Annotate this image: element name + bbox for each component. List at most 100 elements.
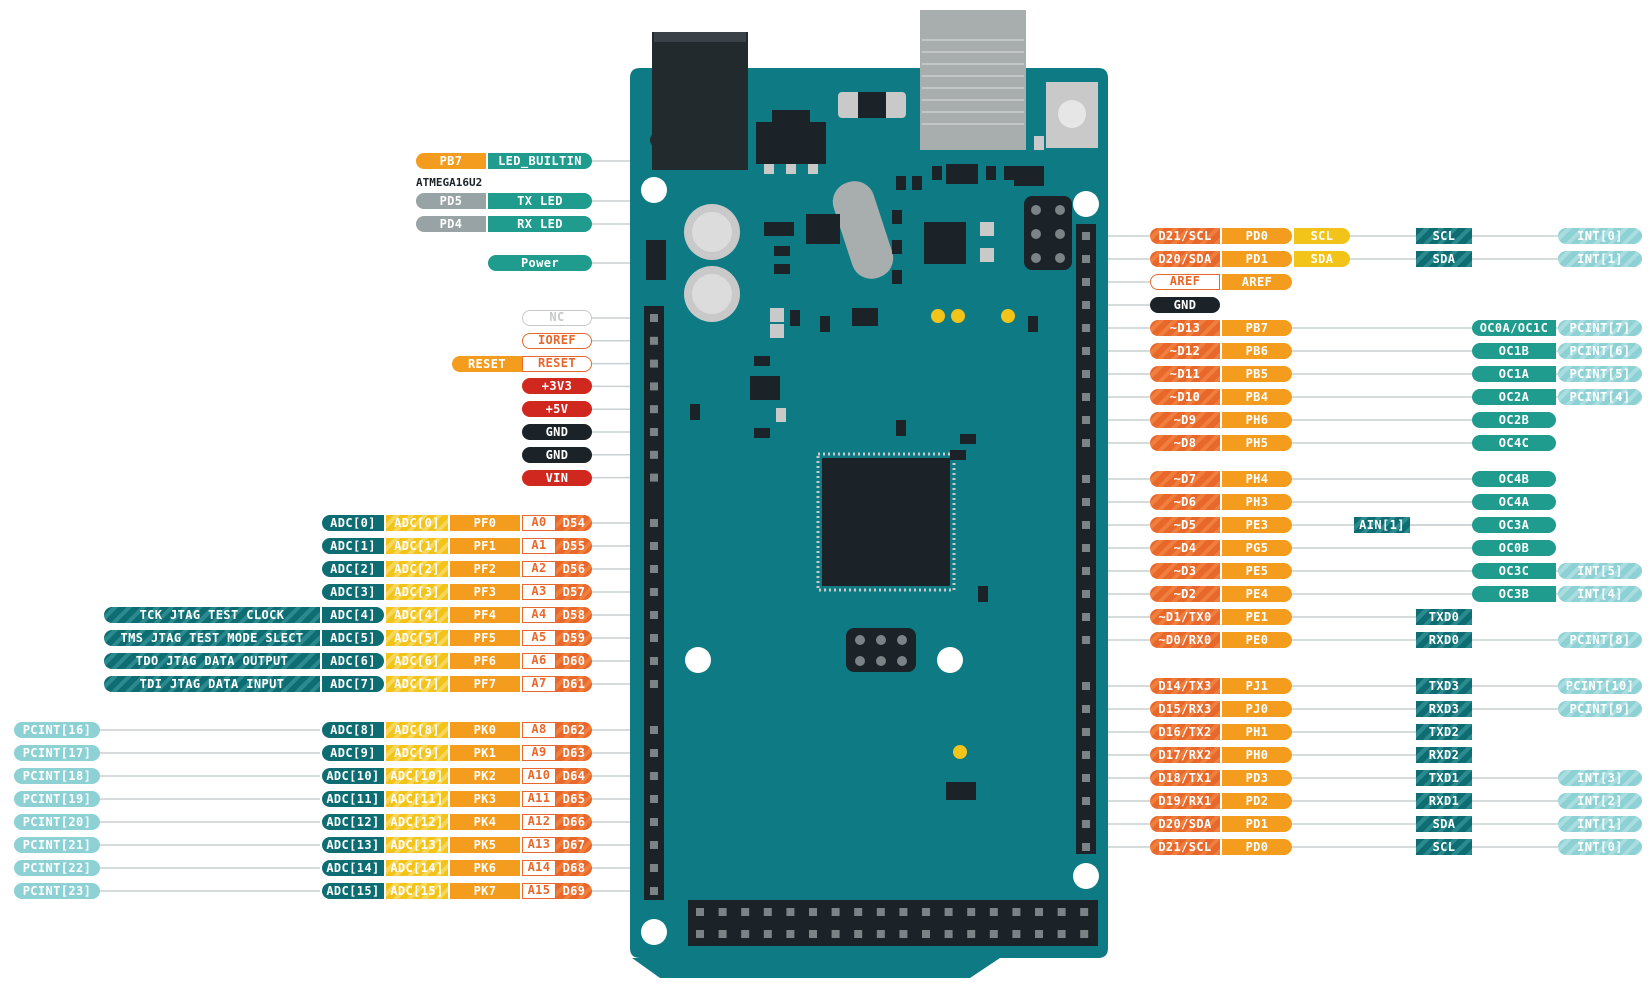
interrupt-label: INT[4]	[1558, 586, 1642, 602]
digital-pin-label: D55	[556, 538, 592, 554]
digital-pin-label: D60	[556, 653, 592, 669]
port-label: PH4	[1222, 471, 1292, 487]
timer-label: OC4A	[1472, 494, 1556, 510]
port-label: PD0	[1222, 228, 1292, 244]
header-pin	[944, 908, 953, 916]
header-pin	[650, 726, 658, 734]
pcint-label: PCINT[23]	[14, 883, 100, 899]
interrupt-label: INT[0]	[1558, 228, 1642, 244]
port-label: PK5	[450, 837, 520, 853]
port-label: PF2	[450, 561, 520, 577]
digital-pin-label: ~D11	[1150, 366, 1220, 382]
digital-pin-label: GND	[1150, 297, 1220, 313]
header-pin	[1012, 930, 1021, 938]
digital-pin-label: ~D4	[1150, 540, 1220, 556]
header-pin	[650, 588, 658, 596]
header-pin	[1082, 567, 1090, 575]
header-pin	[899, 908, 908, 916]
port-label: PH1	[1222, 724, 1292, 740]
analog-pin-label: A2	[522, 561, 556, 577]
digital-pin-label: D64	[556, 768, 592, 784]
header-pin	[854, 908, 863, 916]
adc-alt-label: ADC[6]	[386, 653, 448, 669]
adc-label: ADC[9]	[322, 745, 384, 761]
adc-label: ADC[13]	[322, 837, 384, 853]
digital-pin-label: AREF	[1150, 274, 1220, 290]
pcint-label: PCINT[22]	[14, 860, 100, 876]
voltage-regulator	[756, 122, 826, 164]
header-pin	[650, 428, 658, 436]
timer-label: OC4B	[1472, 471, 1556, 487]
adc-alt-label: ADC[3]	[386, 584, 448, 600]
header-pin	[1082, 843, 1090, 851]
interrupt-label: INT[1]	[1558, 816, 1642, 832]
adc-alt-label: ADC[2]	[386, 561, 448, 577]
header-pin	[650, 473, 658, 482]
interrupt-label: INT[3]	[1558, 770, 1642, 786]
header-pin	[1057, 908, 1066, 916]
analog-pin-label: A11	[522, 791, 556, 807]
header-pin	[1082, 705, 1090, 713]
timer-label: OC0B	[1472, 540, 1556, 556]
header-pin	[989, 908, 998, 916]
header-pin	[650, 382, 658, 391]
adc-label: ADC[1]	[322, 538, 384, 554]
digital-pin-label: D59	[556, 630, 592, 646]
port-label: PB4	[1222, 389, 1292, 405]
vin-label: VIN	[522, 469, 592, 486]
header-pin	[1082, 544, 1090, 552]
timer-label: OC3C	[1472, 563, 1556, 579]
digital-pin-label: ~D7	[1150, 471, 1220, 487]
serial-label: RXD2	[1416, 747, 1472, 763]
port-label: PE1	[1222, 609, 1292, 625]
digital-pin-label: D62	[556, 722, 592, 738]
jtag-label: TCK JTAG TEST CLOCK	[104, 607, 320, 623]
header-pin	[763, 930, 772, 938]
header-pin	[696, 908, 704, 916]
header-pin	[1082, 521, 1090, 529]
header-pin	[1082, 728, 1090, 736]
port-label: PJ1	[1222, 678, 1292, 694]
header-pin	[1082, 797, 1090, 805]
pcint-label: PCINT[17]	[14, 745, 100, 761]
header-pin	[1082, 347, 1090, 355]
header-pin	[650, 519, 658, 527]
header-pin	[1082, 393, 1090, 401]
serial-label: SDA	[1416, 816, 1472, 832]
nc-label: NC	[522, 310, 592, 326]
ain-label: AIN[1]	[1354, 517, 1410, 533]
header-pin	[650, 841, 658, 849]
port-label: AREF	[1222, 274, 1292, 290]
header-pin	[1082, 498, 1090, 506]
digital-pin-label: D20/SDA	[1150, 251, 1220, 267]
interrupt-label: INT[5]	[1558, 563, 1642, 579]
header-pin	[989, 930, 998, 938]
header-pin	[1080, 908, 1089, 916]
port-label: PE4	[1222, 586, 1292, 602]
header-pin	[763, 908, 772, 916]
analog-pin-label: A12	[522, 814, 556, 830]
timer-label: OC1B	[1472, 343, 1556, 359]
port-label: PK2	[450, 768, 520, 784]
serial-label: SDA	[1416, 251, 1472, 267]
digital-pin-label: D57	[556, 584, 592, 600]
digital-pin-label: D15/RX3	[1150, 701, 1220, 717]
digital-pin-label: D63	[556, 745, 592, 761]
3v3-label: +3V3	[522, 378, 592, 395]
bottom-double-header	[688, 900, 1098, 946]
digital-pin-label: ~D9	[1150, 412, 1220, 428]
header-pin	[1082, 682, 1090, 690]
port-label: PB7	[1222, 320, 1292, 336]
header-pin	[1082, 301, 1090, 309]
interrupt-label: PCINT[7]	[1558, 320, 1642, 336]
header-pin	[1082, 590, 1090, 598]
header-pin	[650, 611, 658, 619]
pcint-label: PCINT[20]	[14, 814, 100, 830]
header-pin	[1082, 324, 1090, 332]
left-pin-header	[644, 306, 664, 900]
digital-pin-label: D14/TX3	[1150, 678, 1220, 694]
serial-label: TXD1	[1416, 770, 1472, 786]
pcint-label: PCINT[16]	[14, 722, 100, 738]
header-pin	[922, 908, 930, 916]
